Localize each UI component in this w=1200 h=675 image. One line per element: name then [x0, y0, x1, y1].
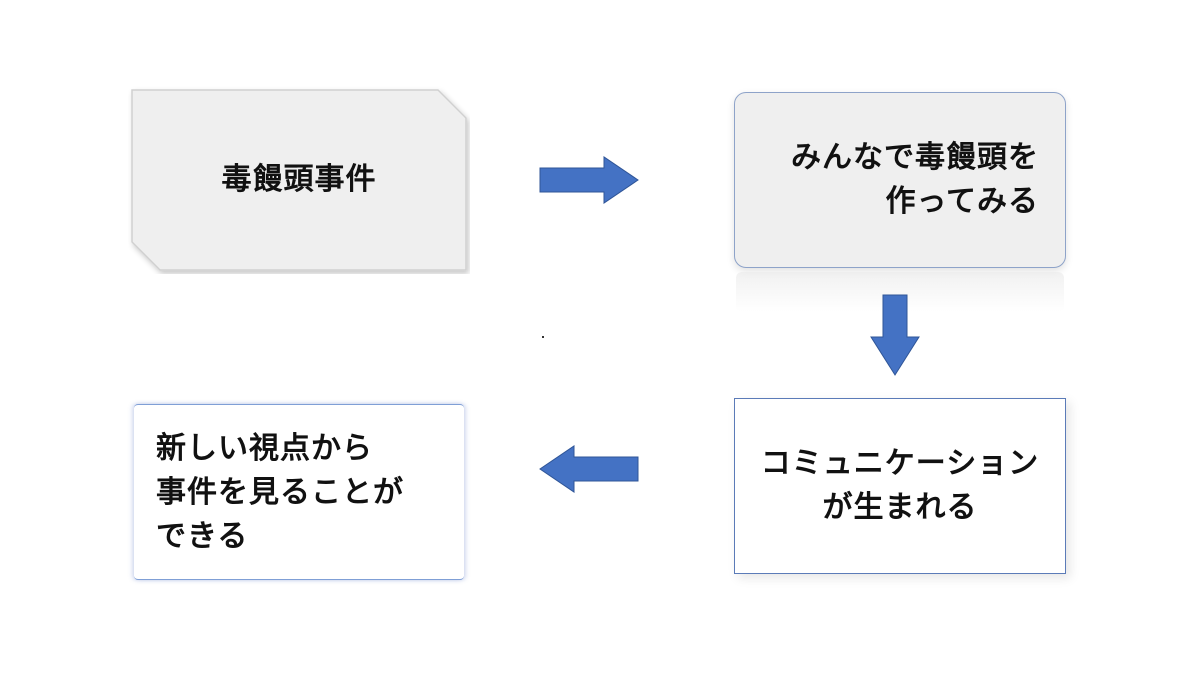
node-text-line: 事件を見ることが — [156, 475, 404, 510]
node-make-manju-together: みんなで毒饅頭を 作ってみる — [734, 92, 1066, 268]
node-communication-born: コミュニケーション が生まれる — [734, 398, 1066, 574]
node-text-line: 毒饅頭事件 — [221, 162, 377, 197]
node-label: 毒饅頭事件 — [128, 86, 470, 274]
stray-dot — [542, 336, 544, 338]
node-text-line: 新しい視点から — [156, 431, 373, 466]
snip-corner-shape — [131, 89, 467, 271]
node-text-line: できる — [156, 519, 249, 554]
node-text-line: が生まれる — [822, 490, 978, 525]
node-text-line: 作ってみる — [885, 184, 1039, 219]
arrow-left-icon — [539, 445, 639, 493]
node-text-line: コミュニケーション — [760, 446, 1040, 481]
node-poison-manju-incident: 毒饅頭事件 — [128, 86, 470, 274]
node-text-line: みんなで毒饅頭を — [791, 140, 1039, 175]
node-new-perspective: 新しい視点から 事件を見ることが できる — [134, 404, 464, 580]
arrow-right-icon — [539, 156, 639, 204]
arrow-down-icon — [870, 294, 920, 376]
